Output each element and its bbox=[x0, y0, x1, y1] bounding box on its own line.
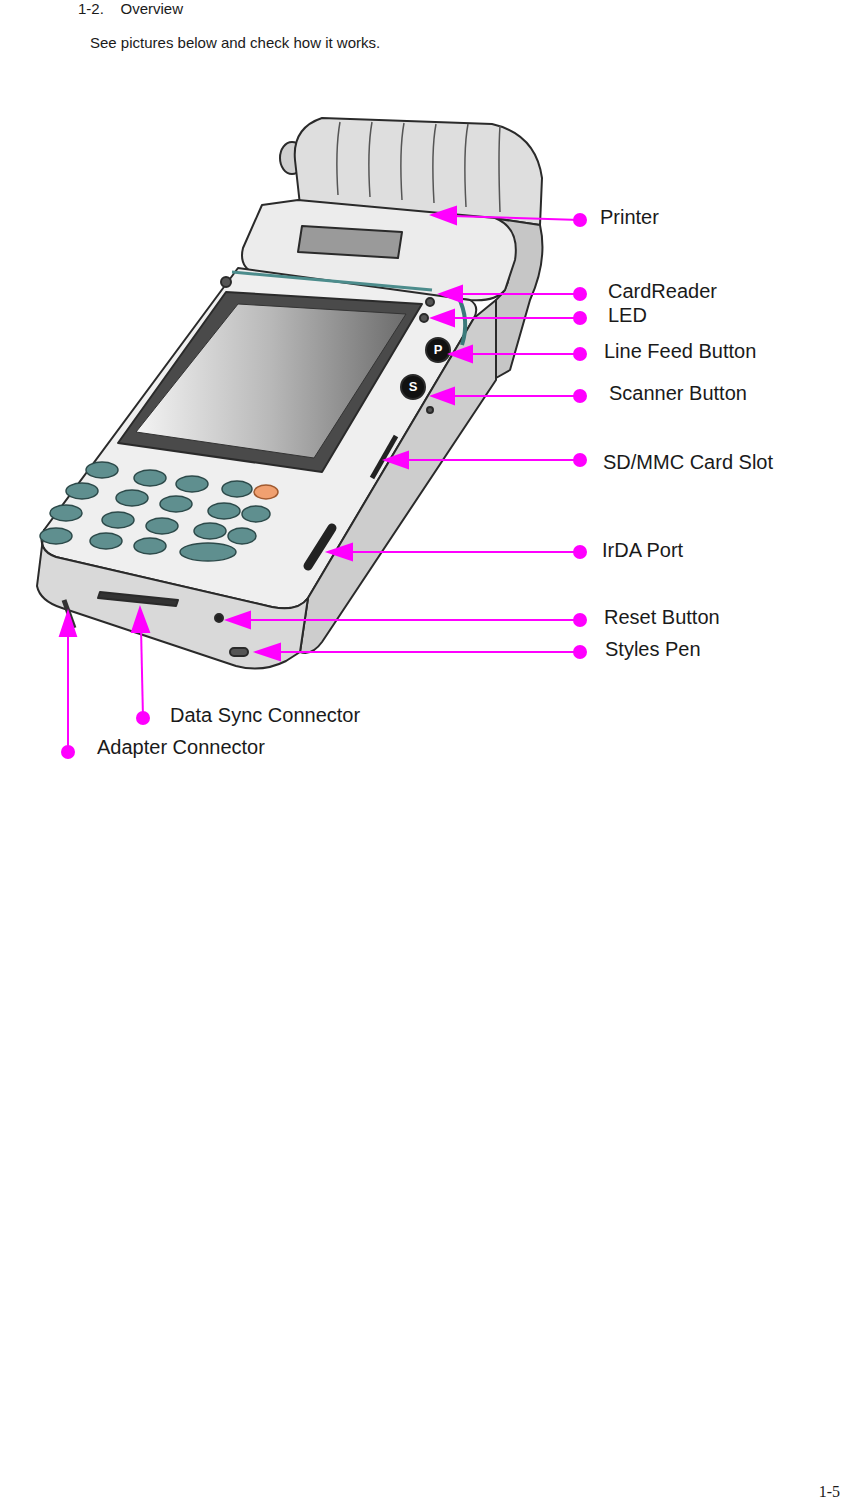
data-sync-connector bbox=[98, 592, 178, 606]
keypad bbox=[222, 481, 252, 497]
printer-ribs bbox=[369, 122, 372, 197]
part-label: Scanner Button bbox=[609, 381, 747, 405]
leader-lines bbox=[328, 544, 352, 560]
keypad bbox=[254, 485, 278, 499]
leader-lines bbox=[458, 293, 580, 295]
card-reader-slot bbox=[458, 296, 465, 345]
leader-lines bbox=[574, 390, 586, 402]
leader-lines bbox=[137, 712, 149, 724]
part-label: Styles Pen bbox=[605, 637, 701, 661]
leader-lines bbox=[60, 207, 586, 758]
keypad bbox=[242, 506, 270, 522]
section-heading: 1-2. Overview bbox=[78, 0, 183, 18]
keypad bbox=[194, 523, 226, 539]
leader-lines bbox=[62, 746, 74, 758]
part-label: SD/MMC Card Slot bbox=[603, 450, 773, 474]
part-label: Line Feed Button bbox=[604, 339, 756, 363]
leader-lines bbox=[574, 454, 586, 466]
side-dot bbox=[427, 407, 433, 413]
printer-ribs bbox=[499, 126, 500, 212]
leader-lines bbox=[246, 619, 580, 621]
printer-ribs bbox=[401, 123, 404, 200]
leader-lines bbox=[385, 452, 408, 468]
part-label: Data Sync Connector bbox=[170, 703, 360, 727]
leader-lines bbox=[450, 346, 472, 362]
front-led bbox=[221, 277, 231, 287]
part-label: IrDA Port bbox=[602, 538, 683, 562]
printer-ribs bbox=[433, 124, 436, 203]
printer-ribs bbox=[337, 122, 340, 195]
handheld-terminal bbox=[37, 118, 542, 669]
keypad bbox=[228, 528, 256, 544]
line-feed-button bbox=[426, 338, 450, 362]
part-label: Reset Button bbox=[604, 605, 720, 629]
button-letter: P bbox=[434, 342, 443, 358]
keypad bbox=[160, 496, 192, 512]
leader-lines bbox=[574, 546, 586, 558]
leader-lines bbox=[141, 628, 143, 718]
leader-lines bbox=[574, 614, 586, 626]
keypad bbox=[176, 476, 208, 492]
part-label: LED bbox=[608, 303, 647, 327]
leader-lines bbox=[404, 459, 580, 461]
printer-ribs bbox=[337, 122, 500, 212]
leader-lines bbox=[256, 644, 280, 660]
keypad bbox=[40, 462, 278, 561]
leader-lines bbox=[432, 207, 456, 224]
keypad bbox=[208, 503, 240, 519]
status-strip bbox=[232, 272, 432, 290]
leader-lines bbox=[432, 388, 454, 404]
leader-lines bbox=[440, 286, 462, 302]
part-label: CardReader bbox=[608, 279, 717, 303]
keypad bbox=[146, 518, 178, 534]
scanner-button bbox=[401, 375, 425, 399]
keypad bbox=[40, 528, 72, 544]
irda-port bbox=[308, 528, 332, 566]
leader-lines bbox=[132, 608, 149, 632]
printer-window bbox=[298, 226, 402, 258]
leader-lines bbox=[468, 353, 580, 355]
keypad bbox=[180, 543, 236, 561]
leader-lines bbox=[432, 310, 454, 326]
intro-note: See pictures below and check how it work… bbox=[90, 34, 380, 52]
leader-lines bbox=[276, 651, 580, 653]
leader-lines bbox=[452, 216, 580, 220]
leader-lines bbox=[574, 214, 586, 226]
reset-button bbox=[215, 614, 223, 622]
leader-lines bbox=[348, 551, 580, 553]
keypad bbox=[134, 538, 166, 554]
leader-lines bbox=[574, 348, 586, 360]
leader-lines bbox=[574, 312, 586, 324]
keypad bbox=[86, 462, 118, 478]
leader-lines bbox=[574, 646, 586, 658]
leader-lines bbox=[67, 634, 69, 752]
leader-lines bbox=[60, 612, 76, 636]
front-face bbox=[37, 530, 308, 669]
led-dot bbox=[426, 298, 434, 306]
keypad bbox=[102, 512, 134, 528]
keypad bbox=[134, 470, 166, 486]
leader-lines bbox=[574, 288, 586, 300]
button-letter: S bbox=[409, 379, 418, 395]
part-label: Adapter Connector bbox=[97, 735, 265, 759]
screen bbox=[136, 304, 406, 458]
keypad bbox=[116, 490, 148, 506]
stylus-pen bbox=[230, 648, 248, 656]
leader-lines bbox=[227, 612, 250, 628]
page-number: 1-5 bbox=[819, 1482, 840, 1501]
screen-bezel bbox=[118, 292, 422, 472]
keypad bbox=[50, 505, 82, 521]
keypad bbox=[90, 533, 122, 549]
part-label: Printer bbox=[600, 205, 659, 229]
printer-ribs bbox=[465, 124, 468, 207]
leader-lines bbox=[452, 395, 580, 397]
keypad bbox=[66, 483, 98, 499]
leader-lines bbox=[452, 317, 580, 319]
led-dot bbox=[420, 314, 428, 322]
